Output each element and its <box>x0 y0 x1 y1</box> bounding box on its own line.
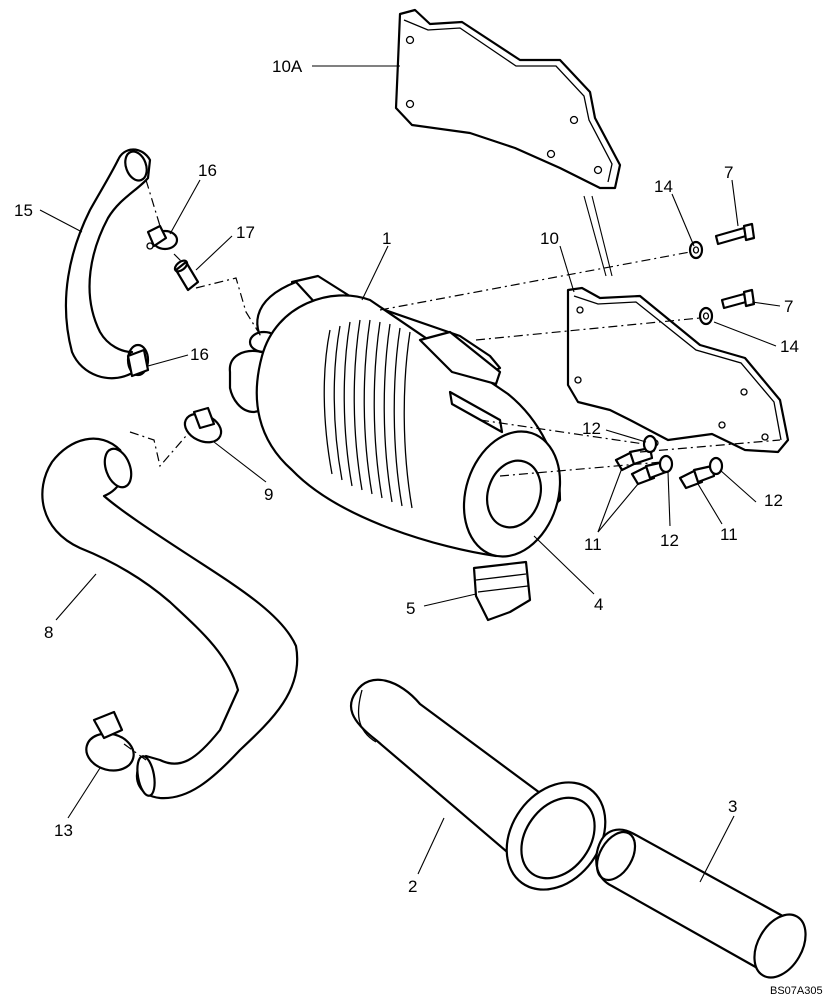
safety-filter-3 <box>595 828 807 979</box>
callout-2: 2 <box>408 877 417 896</box>
hose-clamp-9 <box>183 406 223 444</box>
callout-11-a: 11 <box>584 535 602 554</box>
callout-5: 5 <box>406 599 415 618</box>
washer-12-a <box>642 434 658 454</box>
bracket-10 <box>566 286 790 454</box>
callout-17: 17 <box>236 223 255 242</box>
callout-8: 8 <box>44 623 53 642</box>
callout-labels: 10A 15 16 17 16 1 14 7 10 7 14 12 12 12 … <box>14 57 823 997</box>
callout-10: 10 <box>540 229 559 248</box>
fitting-17 <box>173 259 200 292</box>
intake-hose-8 <box>41 437 299 800</box>
washer-14-upper <box>688 240 704 260</box>
hose-clamp-16-upper <box>146 224 179 251</box>
callout-12-c: 12 <box>660 531 679 550</box>
washer-14-lower <box>698 306 714 326</box>
leader-lines <box>39 65 781 883</box>
hose-clamp-13 <box>85 710 135 772</box>
callout-4: 4 <box>594 595 603 614</box>
callout-13: 13 <box>54 821 73 840</box>
assembly-center-lines <box>123 179 781 761</box>
hose-15 <box>64 148 152 380</box>
bolt-7-lower <box>720 288 756 310</box>
primary-filter-2 <box>349 678 607 891</box>
callout-16-upper: 16 <box>198 161 217 180</box>
callout-7-upper: 7 <box>724 163 733 182</box>
callout-12-a: 12 <box>582 419 601 438</box>
callout-9: 9 <box>264 485 273 504</box>
callout-11-b: 11 <box>720 525 738 544</box>
bolt-11-c <box>678 464 716 490</box>
vacuator-valve-5 <box>472 560 532 622</box>
callout-1: 1 <box>382 229 391 248</box>
hose-clamp-16-lower <box>126 343 150 378</box>
washer-12-b <box>658 454 674 474</box>
callout-15: 15 <box>14 201 33 220</box>
air-cleaner-body-1 <box>228 274 562 558</box>
callout-7-lower: 7 <box>784 297 793 316</box>
callout-14-upper: 14 <box>654 177 673 196</box>
callout-14-lower: 14 <box>780 337 799 356</box>
callout-12-b: 12 <box>764 491 783 510</box>
bolt-7-upper <box>714 222 756 246</box>
callout-16-lower: 16 <box>190 345 209 364</box>
callout-3: 3 <box>728 797 737 816</box>
drawing-code: BS07A305 <box>770 985 823 997</box>
washer-12-c <box>708 456 724 476</box>
bracket-10a <box>394 8 622 190</box>
callout-10a: 10A <box>272 57 303 76</box>
